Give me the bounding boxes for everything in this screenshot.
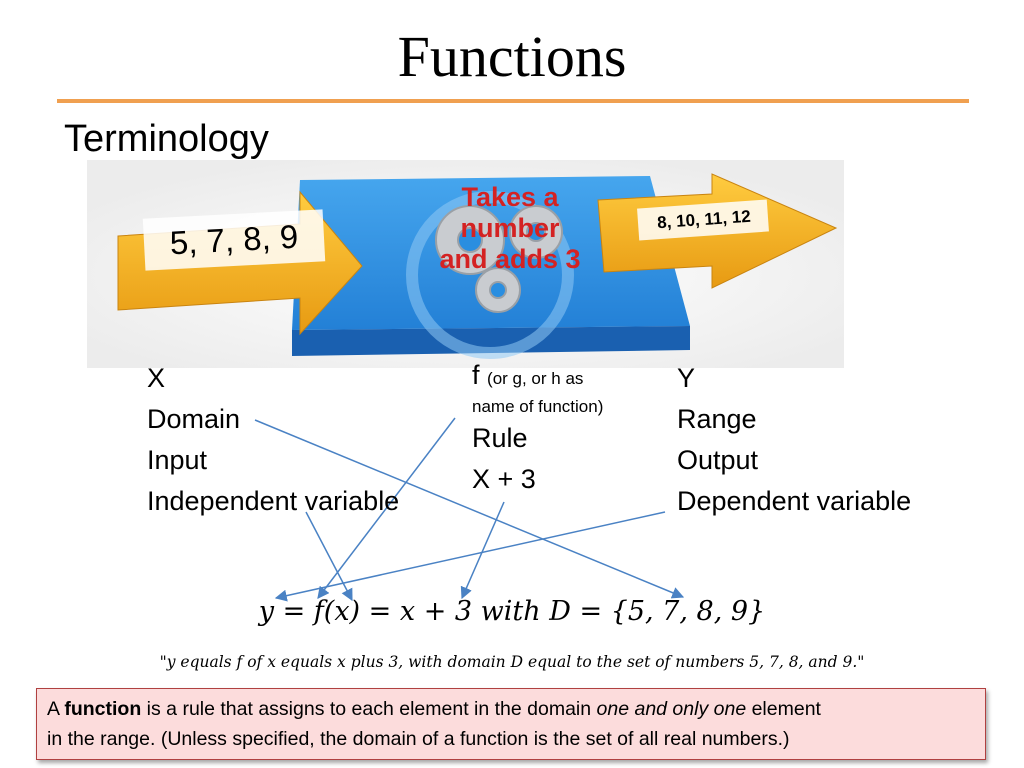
definition-line-1: A function is a rule that assigns to eac… <box>47 694 975 724</box>
term-f: f <box>472 360 480 390</box>
term-output: Output <box>677 445 759 475</box>
term-dependent-variable: Dependent variable <box>677 486 912 516</box>
definition-emphasis: one and only one <box>596 698 747 720</box>
definition-suffix: element <box>746 698 821 720</box>
definition-term: function <box>64 698 142 720</box>
connector-domain-to-set <box>254 419 685 599</box>
term-y: Y <box>677 363 696 393</box>
input-terms: X Domain Input Independent variable <box>147 358 399 522</box>
definition-prefix: A <box>47 698 65 720</box>
connector-f-to-function <box>317 417 456 599</box>
definition-callout: A function is a rule that assigns to eac… <box>36 688 986 760</box>
process-description: Takes a number and adds 3 <box>405 182 615 275</box>
connector-independent-to-x <box>305 511 353 602</box>
input-values-label: 5, 7, 8, 9 <box>168 217 300 262</box>
term-f-line: f (or g, or h as <box>472 358 603 396</box>
input-arrow <box>117 190 363 336</box>
rule-terms: f (or g, or h as name of function) Rule … <box>472 358 603 500</box>
term-f-note: (or g, or h as <box>487 369 584 388</box>
term-rule: Rule <box>472 423 528 453</box>
connector-lines <box>254 417 685 602</box>
process-line: Takes a <box>461 182 559 212</box>
connector-rule-to-x-plus-3 <box>460 501 505 600</box>
process-line: number <box>460 213 560 243</box>
slide-title: Functions <box>397 24 627 89</box>
term-f-note-2: name of function) <box>472 397 604 416</box>
definition-middle: is a rule that assigns to each element i… <box>141 698 597 720</box>
connector-dependent-to-y <box>274 511 666 602</box>
output-terms: Y Range Output Dependent variable <box>677 358 911 522</box>
process-line: and adds 3 <box>439 244 581 274</box>
function-equation: y = f(x) = x + 3 with D = {5, 7, 8, 9} <box>258 596 766 627</box>
term-x-plus-3: X + 3 <box>472 464 536 494</box>
term-domain: Domain <box>147 404 241 434</box>
term-input: Input <box>147 445 208 475</box>
term-independent-variable: Independent variable <box>147 486 400 516</box>
output-arrow <box>597 173 838 289</box>
equation-reading: "y equals f of x equals x plus 3, with d… <box>159 653 865 671</box>
definition-line-2: in the range. (Unless specified, the dom… <box>47 728 790 750</box>
title-divider <box>57 99 969 103</box>
term-range: Range <box>677 404 757 434</box>
slide-subtitle: Terminology <box>64 118 269 160</box>
gears-icon <box>435 205 563 313</box>
term-x: X <box>147 363 166 393</box>
